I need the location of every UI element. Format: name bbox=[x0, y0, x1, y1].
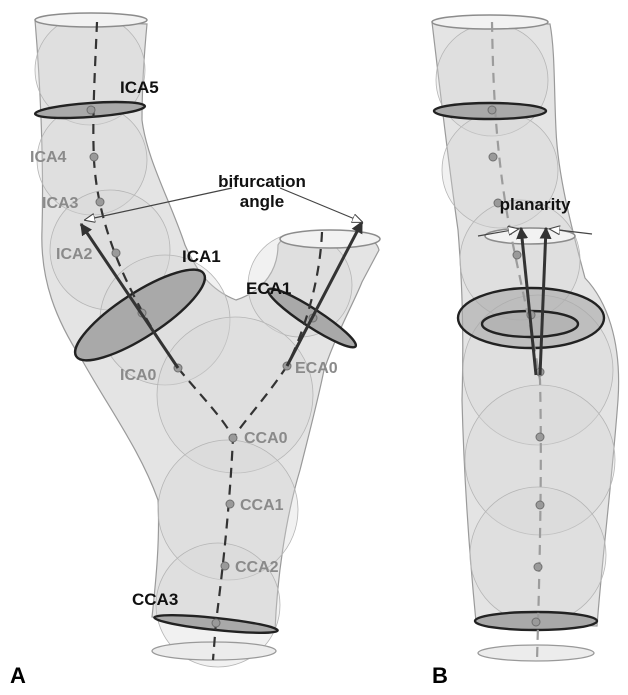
centerline-point-ica5 bbox=[87, 106, 95, 114]
label-cca1: CCA1 bbox=[240, 497, 284, 514]
label-eca1: ECA1 bbox=[246, 279, 291, 298]
label-cca3: CCA3 bbox=[132, 590, 178, 609]
centerline-point-cca0 bbox=[229, 434, 237, 442]
label-cca2: CCA2 bbox=[235, 559, 279, 576]
label-eca0: ECA0 bbox=[295, 360, 338, 377]
label-ica1: ICA1 bbox=[182, 247, 221, 266]
label-ica3: ICA3 bbox=[42, 195, 79, 212]
centerline-b-point bbox=[489, 153, 497, 161]
panel-label-b: B bbox=[432, 663, 448, 688]
vessel-b-opening-bottom bbox=[478, 645, 594, 661]
centerline-point-cca3 bbox=[212, 619, 220, 627]
centerline-b-point bbox=[532, 618, 540, 626]
label-ica5: ICA5 bbox=[120, 78, 159, 97]
annotation-bifurcation-line2: angle bbox=[240, 192, 284, 211]
vessel-opening-ica bbox=[35, 13, 147, 27]
centerline-point-ica2 bbox=[112, 249, 120, 257]
vessel-b-opening-top bbox=[432, 15, 548, 29]
panel-b-vessel bbox=[432, 15, 619, 661]
label-ica4: ICA4 bbox=[30, 149, 67, 166]
vessel-opening-eca bbox=[280, 230, 380, 248]
centerline-point-ica3 bbox=[96, 198, 104, 206]
annotation-bifurcation-line1: bifurcation bbox=[218, 172, 306, 191]
centerline-point-ica4 bbox=[90, 153, 98, 161]
panel-label-a: A bbox=[10, 663, 26, 688]
label-cca0: CCA0 bbox=[244, 430, 288, 447]
annotation-planarity: planarity bbox=[500, 195, 571, 214]
label-ica0: ICA0 bbox=[120, 367, 157, 384]
centerline-point-cca1 bbox=[226, 500, 234, 508]
panel-a-vessel bbox=[35, 13, 380, 667]
label-ica2: ICA2 bbox=[56, 246, 93, 263]
centerline-point-cca2 bbox=[221, 562, 229, 570]
centerline-b-point bbox=[536, 433, 544, 441]
centerline-b-point bbox=[536, 501, 544, 509]
centerline-b-point bbox=[488, 106, 496, 114]
centerline-b-point bbox=[534, 563, 542, 571]
centerline-b-point bbox=[513, 251, 521, 259]
bifurcation-angle-pointer-right bbox=[280, 188, 362, 222]
